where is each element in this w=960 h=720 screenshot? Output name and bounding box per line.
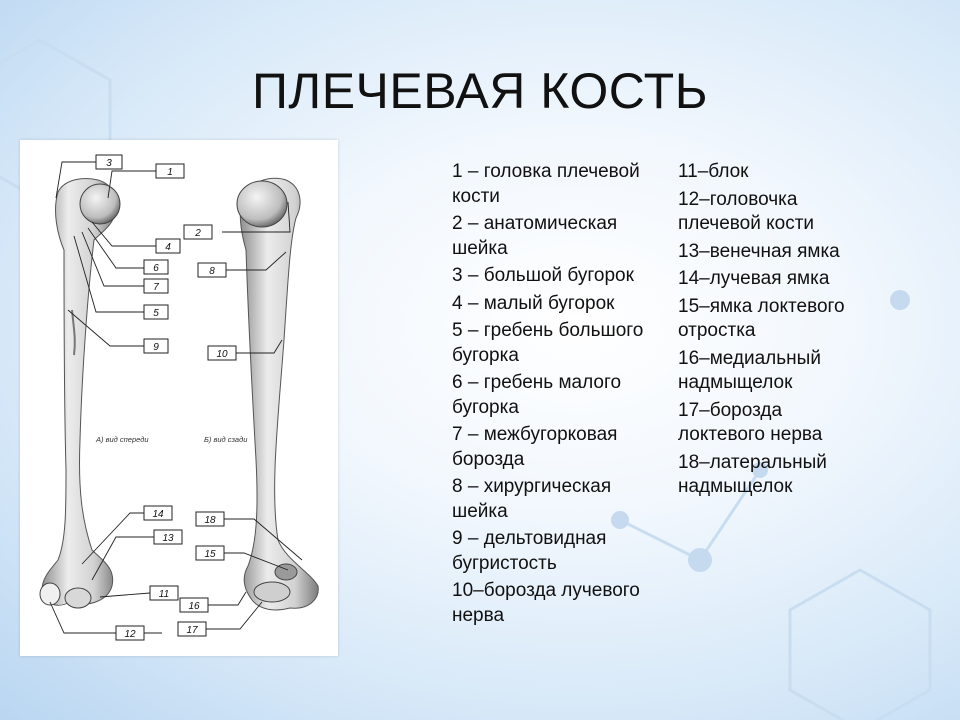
legend-item: 8 – хирургическая шейка [452, 476, 612, 522]
legend-item: 12–головочка плечевой кости [678, 188, 815, 235]
legend-item: 3 – большой бугорок [452, 265, 634, 286]
callout-label: 4 [165, 242, 171, 253]
humerus-illustration: А) вид спереди Б) вид сзади 1 2 3 [39, 154, 319, 641]
callout-16: 16 [179, 597, 209, 613]
callout-15: 15 [195, 545, 225, 561]
callout-14: 14 [143, 505, 173, 521]
callout-label: 14 [152, 509, 164, 520]
callout-3: 3 [95, 154, 123, 170]
callout-17: 17 [177, 621, 207, 637]
back-view-label: Б) вид сзади [204, 435, 248, 444]
callout-label: 15 [204, 549, 216, 560]
callout-label: 17 [186, 625, 198, 636]
callout-5: 5 [143, 304, 169, 320]
callout-label: 9 [153, 342, 159, 353]
legend-item: 6 – гребень малого бугорка [452, 372, 622, 418]
legend-column-1: 1 – головка плечевой кости 2 – анатомиче… [452, 160, 674, 631]
legend-item: 2 – анатомическая шейка [452, 213, 618, 259]
callout-2: 2 [183, 224, 213, 240]
callout-label: 11 [159, 589, 169, 600]
callout-11: 11 [149, 585, 179, 601]
page-title: ПЛЕЧЕВАЯ КОСТЬ [251, 63, 709, 119]
legend-item: 14–лучевая ямка [678, 268, 830, 289]
callout-6: 6 [143, 259, 169, 275]
callout-label: 18 [204, 515, 216, 526]
legend-item: 7 – межбугорковая борозда [452, 424, 618, 470]
legend-item: 15–ямка локтевого отростка [678, 295, 845, 342]
legend-item: 4 – малый бугорок [452, 292, 615, 314]
callout-label: 10 [216, 349, 228, 360]
front-view-label: А) вид спереди [95, 435, 149, 444]
legend-item: 13–венечная ямка [678, 240, 840, 262]
callout-label: 5 [153, 308, 159, 319]
humerus-front-view [39, 178, 121, 609]
legend-item: 10–борозда лучевого нерва [452, 580, 640, 626]
legend-item: 5 – гребень большого бугорка [452, 320, 644, 366]
callout-12: 12 [115, 625, 145, 641]
callout-8: 8 [197, 262, 227, 278]
legend-item: 1 – головка плечевой кости [452, 161, 640, 207]
callout-label: 7 [153, 282, 159, 293]
callout-10: 10 [207, 345, 237, 361]
callout-1: 1 [155, 163, 185, 179]
callout-label: 13 [162, 533, 174, 544]
callout-label: 1 [167, 167, 173, 178]
humerus-figure: А) вид спереди Б) вид сзади 1 2 3 [20, 140, 338, 656]
callout-label: 8 [209, 266, 215, 277]
callout-label: 2 [194, 228, 201, 239]
legend-item: 18–латеральный надмыщелок [678, 451, 827, 498]
legend-item: 16–медиальный надмыщелок [678, 347, 821, 394]
callout-7: 7 [143, 278, 169, 294]
callout-18: 18 [195, 511, 225, 527]
callout-4: 4 [155, 238, 181, 254]
legend-item: 17–борозда локтевого нерва [678, 399, 823, 446]
legend-item: 9 – дельтовидная бугристость [452, 528, 607, 574]
legend-item: 11–блок [678, 161, 749, 182]
humerus-back-view [236, 177, 319, 611]
callout-13: 13 [153, 529, 183, 545]
callout-9: 9 [143, 338, 169, 354]
callout-label: 3 [106, 158, 112, 169]
callout-label: 12 [124, 629, 136, 640]
legend-column-2: 11–блок 12–головочка плечевой кости 13–в… [678, 160, 908, 503]
callout-label: 6 [153, 263, 159, 274]
callout-label: 16 [188, 601, 200, 612]
